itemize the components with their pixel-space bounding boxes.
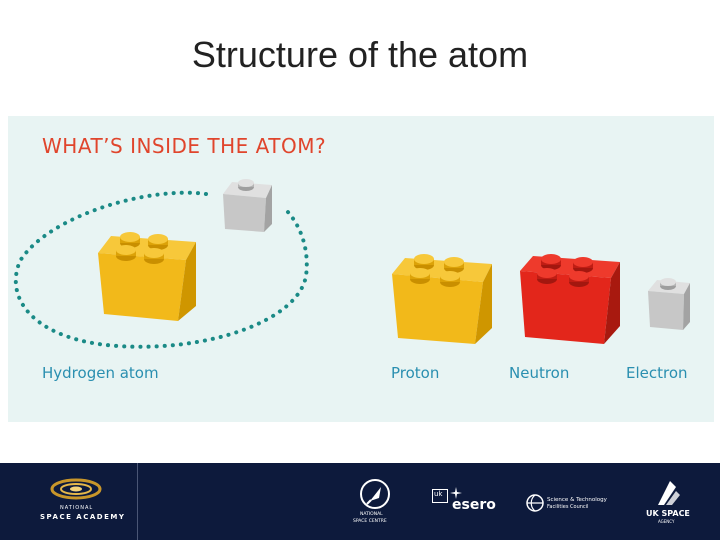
uksa-line1: UK SPACE [646,509,690,518]
uksa-chevron-icon [658,481,680,505]
footer-divider [137,463,138,540]
esero-name: esero [452,497,496,513]
nsa-line2: SPACE ACADEMY [40,513,126,521]
stfc-line2: Facilities Council [547,504,589,510]
slide-title: Structure of the atom [191,34,529,75]
footer-logo-bar: NATIONAL SPACE ACADEMY NATIONAL SPACE CE… [0,463,720,540]
electron-orbit [13,190,309,349]
nsa-line1: NATIONAL [60,505,94,511]
esero-logo: uk esero [432,487,496,519]
nsc-line1: NATIONAL [360,512,383,517]
esero-prefix: uk [434,490,443,498]
hydrogen-proton-brick [98,232,196,321]
stfc-line1: Science & Technology [547,497,607,503]
uk-space-agency-logo: UK SPACE AGENCY [644,479,692,535]
rocket-icon [360,479,390,509]
proton-brick [392,254,492,344]
stfc-globe-icon [526,494,544,512]
atom-illustration [13,179,690,349]
label-electron: Electron [626,364,688,382]
national-space-academy-logo: NATIONAL SPACE ACADEMY [40,475,124,527]
stfc-logo: Science & Technology Facilities Council [525,493,615,519]
sparkle-icon [450,487,462,499]
label-neutron: Neutron [509,364,570,382]
electron-brick [648,278,690,330]
uksa-line2: AGENCY [658,519,675,524]
label-proton: Proton [391,364,440,382]
national-space-centre-logo: NATIONAL SPACE CENTRE [350,477,400,533]
nsc-line2: SPACE CENTRE [353,519,387,524]
atom-diagram-panel: WHAT’S INSIDE THE ATOM? [8,116,714,422]
swirl-galaxy-icon [50,478,102,500]
esero-uk-box [432,489,448,503]
label-hydrogen-atom: Hydrogen atom [42,364,159,382]
neutron-brick [520,254,620,344]
hydrogen-electron-brick [223,179,272,232]
diagram-heading: WHAT’S INSIDE THE ATOM? [42,134,327,158]
